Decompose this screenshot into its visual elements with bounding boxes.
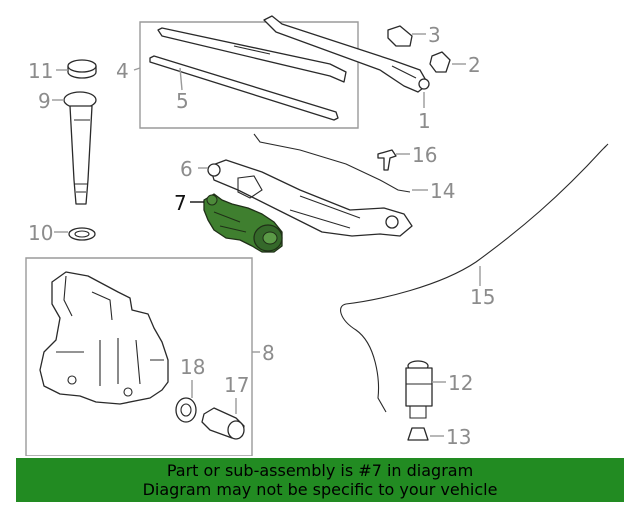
wiper-arm xyxy=(263,15,430,93)
wiper-blade xyxy=(157,27,347,83)
callout-3: 3 xyxy=(428,23,441,47)
notice-banner: Part or sub-assembly is #7 in diagram Di… xyxy=(16,458,624,502)
filler-neck xyxy=(63,91,97,205)
blade-insert xyxy=(149,55,339,121)
callout-6: 6 xyxy=(180,157,193,181)
blade-group-box xyxy=(139,21,359,129)
callout-8: 8 xyxy=(262,341,275,365)
wiper-linkage xyxy=(207,159,413,237)
washer-hose-upper xyxy=(253,133,411,193)
level-sensor xyxy=(201,407,245,440)
callout-12: 12 xyxy=(448,371,473,395)
callout-9: 9 xyxy=(38,89,51,113)
callout-4: 4 xyxy=(116,59,129,83)
callout-7: 7 xyxy=(174,191,187,215)
wiper-motor xyxy=(203,193,283,253)
reservoir-group-box xyxy=(25,257,253,456)
callout-18: 18 xyxy=(180,355,205,379)
callout-15: 15 xyxy=(470,285,495,309)
washer-hose-long xyxy=(340,145,607,413)
callout-10: 10 xyxy=(28,221,53,245)
callout-16: 16 xyxy=(412,143,437,167)
reservoir-cap xyxy=(67,59,97,79)
neck-seal xyxy=(68,227,96,241)
pump-seal xyxy=(407,427,429,441)
notice-line-part: Part or sub-assembly is #7 in diagram xyxy=(166,461,474,480)
callout-11: 11 xyxy=(28,59,53,83)
arm-nut xyxy=(429,51,451,73)
callout-17: 17 xyxy=(224,373,249,397)
notice-line-disclaimer: Diagram may not be specific to your vehi… xyxy=(142,480,498,499)
callout-5: 5 xyxy=(176,89,189,113)
parts-diagram: 1 2 3 4 5 6 7 8 9 10 11 12 13 14 15 16 1… xyxy=(25,15,609,456)
washer-pump xyxy=(405,360,433,419)
callout-2: 2 xyxy=(468,53,481,77)
pump-grommet xyxy=(175,397,197,423)
callout-13: 13 xyxy=(446,425,471,449)
arm-cap xyxy=(387,25,413,47)
callout-14: 14 xyxy=(430,179,455,203)
washer-reservoir xyxy=(39,271,169,405)
callout-1: 1 xyxy=(418,109,431,133)
hose-clip xyxy=(377,149,397,171)
